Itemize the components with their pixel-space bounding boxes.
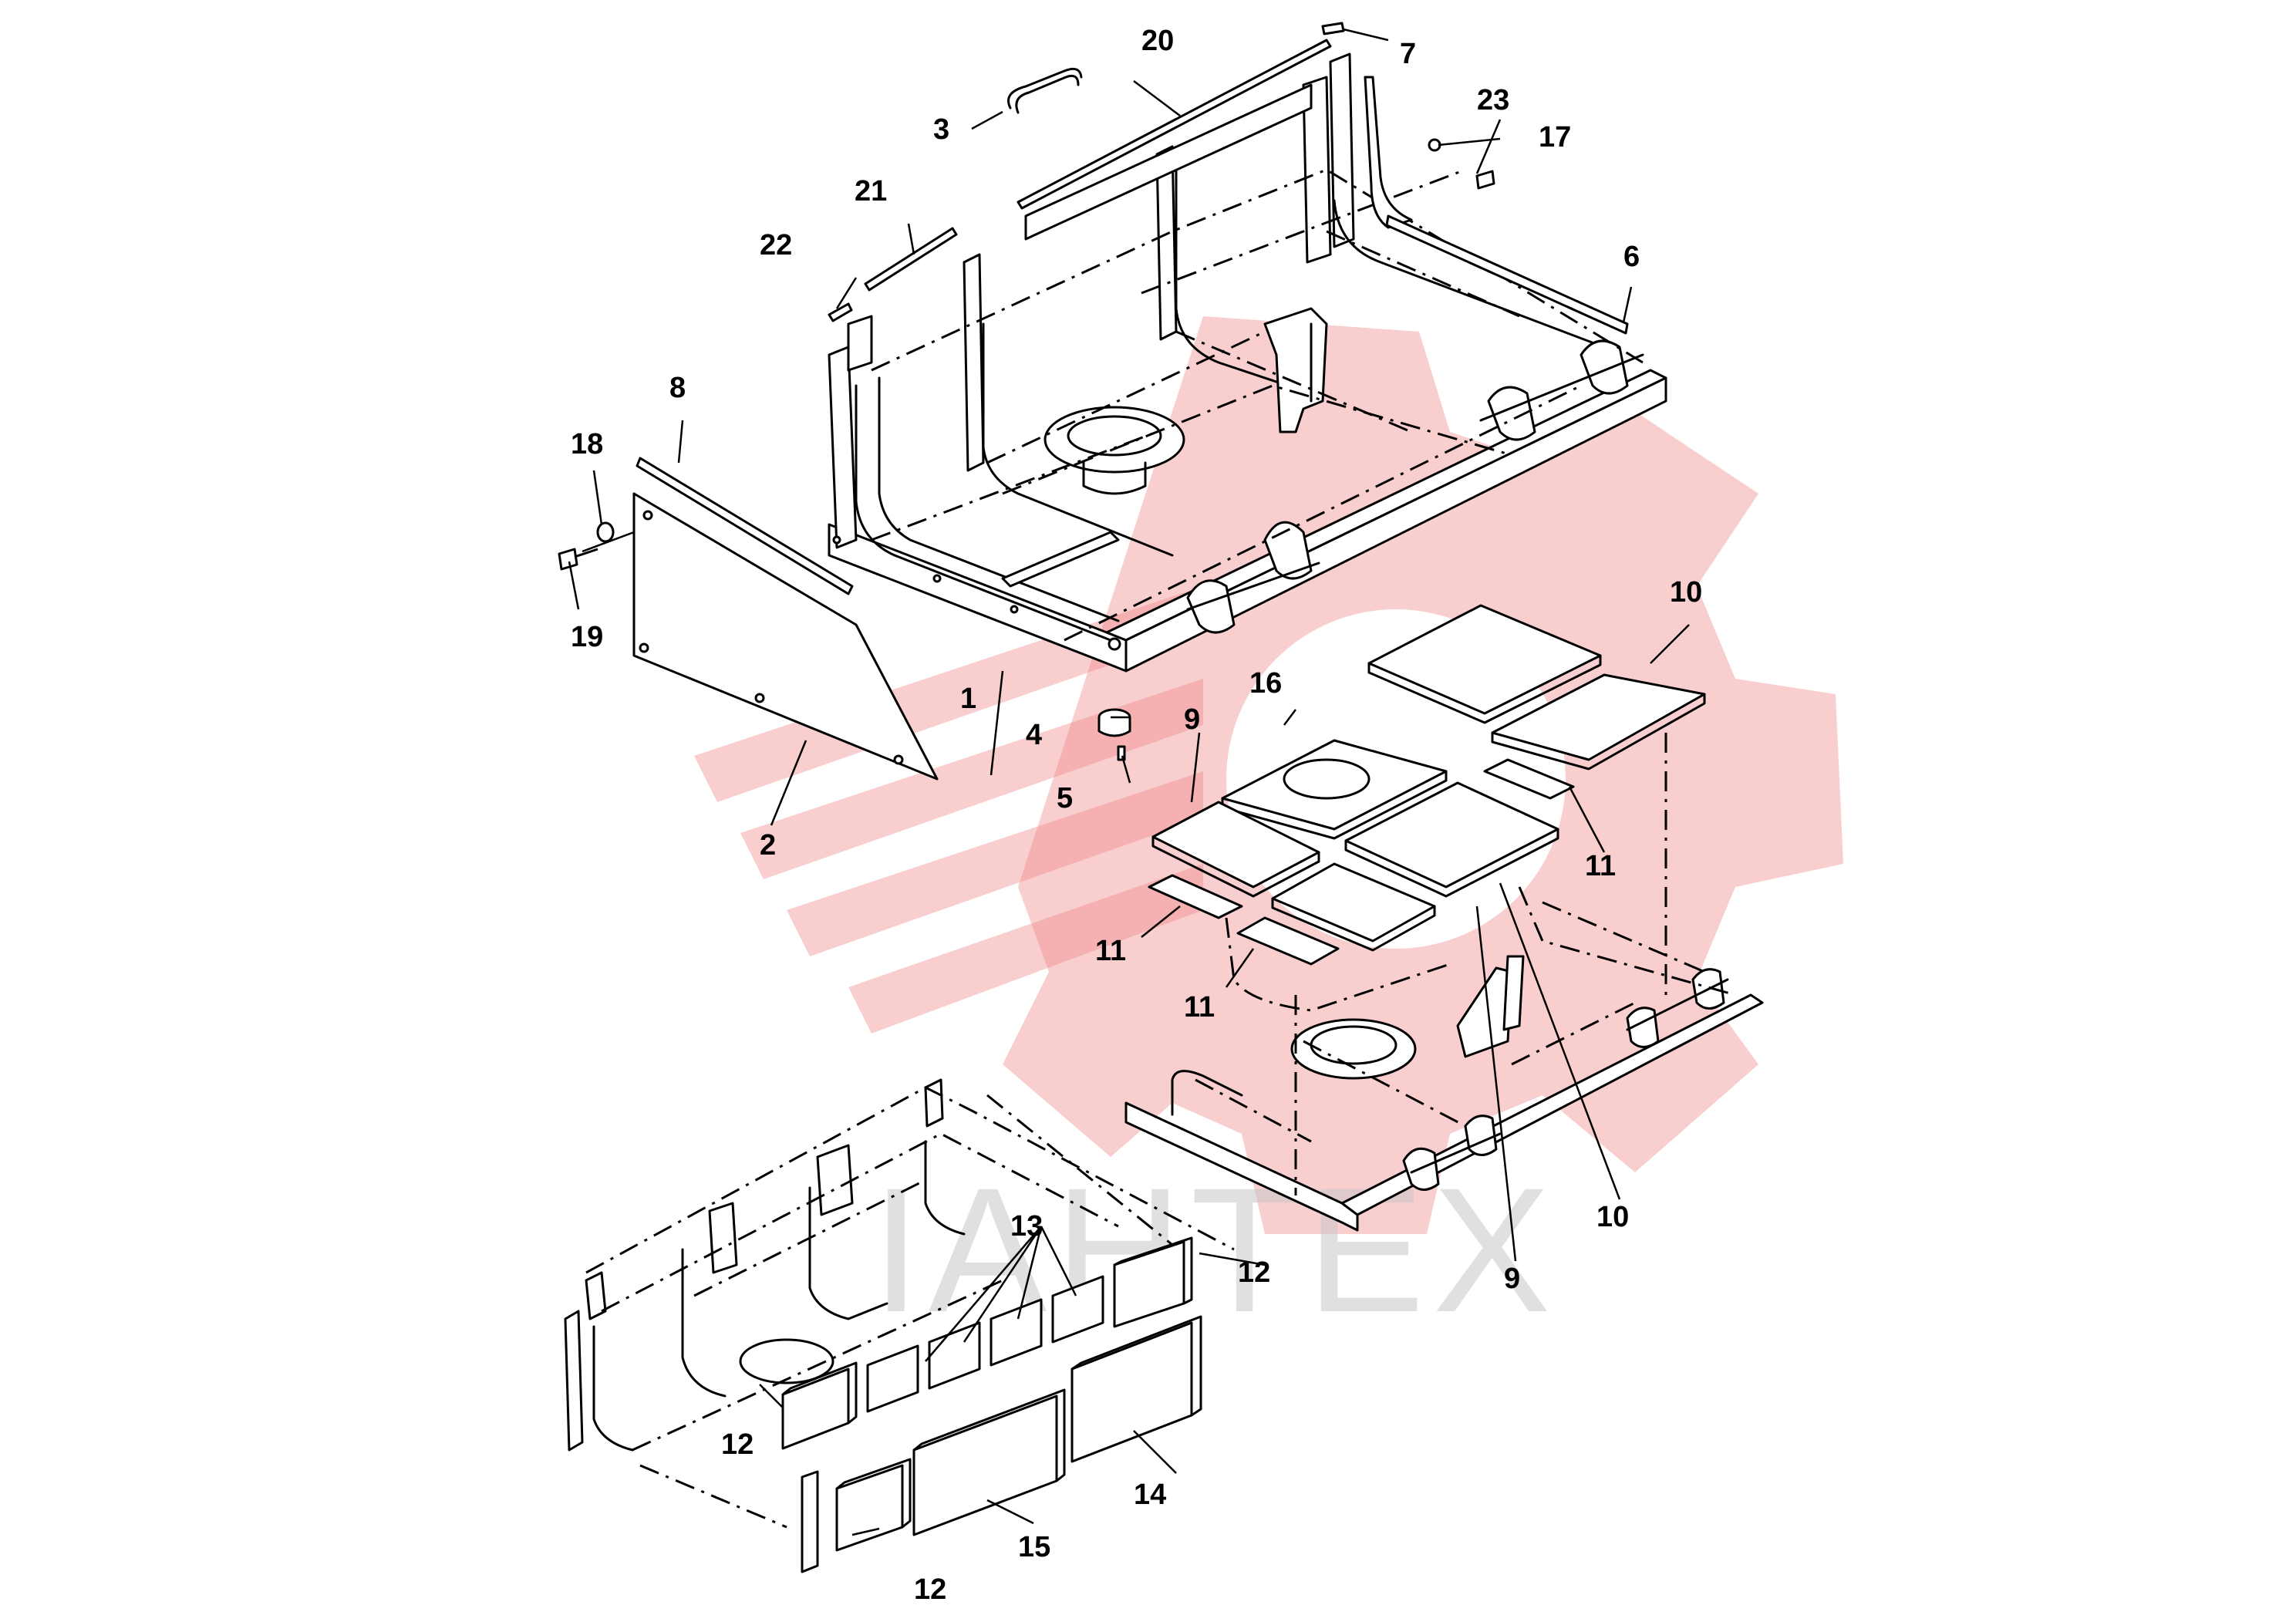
callout-17: 17: [1539, 121, 1571, 153]
strip-20: [1017, 39, 1332, 210]
bolt-19: [558, 548, 598, 571]
callout-18: 18: [571, 428, 603, 460]
callout-1: 1: [960, 683, 976, 715]
side-panel-2: [632, 492, 939, 781]
callout-8: 8: [669, 372, 686, 404]
frame-assembly-bottom: [564, 1078, 1235, 1529]
callout-11b: 11: [1095, 935, 1126, 967]
callout-12a: 12: [1238, 1256, 1270, 1289]
callout-3: 3: [933, 113, 949, 146]
callout-2: 2: [760, 829, 776, 862]
pad-13-a: [866, 1344, 919, 1413]
callout-20: 20: [1141, 25, 1174, 57]
strip-22: [828, 302, 853, 322]
callout-9b: 9: [1504, 1263, 1520, 1295]
callout-labels: 1 2 3 4 5 6 7 8 9 9 10 10 11 11 11 12 12…: [571, 25, 1702, 1606]
callout-11a: 11: [1585, 850, 1616, 882]
callout-12b: 12: [721, 1428, 754, 1461]
callout-21: 21: [855, 175, 887, 207]
callout-23: 23: [1477, 84, 1509, 116]
callout-14: 14: [1134, 1479, 1166, 1511]
callout-9a: 9: [1184, 703, 1200, 736]
callout-11c: 11: [1184, 991, 1215, 1023]
frame-assembly-mid: [1124, 733, 1764, 1232]
washer-18: [596, 521, 615, 543]
callout-4: 4: [1026, 719, 1042, 751]
pad-11-bottom: [1236, 916, 1340, 966]
callout-13: 13: [1010, 1210, 1043, 1243]
handle-3: [1007, 67, 1083, 114]
strip-7: [1321, 22, 1345, 35]
callout-22: 22: [760, 229, 792, 261]
pad-12-lower-left: [801, 1470, 819, 1573]
strip-8: [636, 457, 854, 595]
watermark-text: IAHTEX: [872, 1151, 1559, 1349]
pad-13-d: [1051, 1275, 1104, 1344]
frame-assembly-top: [828, 52, 1667, 673]
pad-12-lower: [835, 1464, 904, 1552]
pad-13-c: [990, 1298, 1043, 1367]
bolt-17: [1475, 170, 1495, 190]
pad-group: [1148, 604, 1706, 966]
callout-10b: 10: [1596, 1201, 1629, 1233]
callout-19: 19: [571, 621, 603, 653]
callout-6: 6: [1623, 241, 1640, 273]
pad-15: [912, 1394, 1058, 1536]
callout-5: 5: [1057, 782, 1073, 814]
washer-23: [1428, 138, 1441, 152]
leader-lines: [568, 28, 1690, 1536]
callout-10a: 10: [1670, 576, 1702, 609]
strip-6: [1385, 214, 1629, 335]
callout-12c: 12: [914, 1573, 946, 1606]
callout-7: 7: [1400, 38, 1416, 70]
bushing-4-body: [1097, 717, 1131, 737]
strip-6-upright: [1364, 76, 1413, 229]
callout-16: 16: [1249, 667, 1282, 700]
pad-11-right: [1483, 758, 1575, 800]
callout-15: 15: [1018, 1531, 1050, 1563]
strip-21: [864, 227, 958, 292]
pad-11-left: [1148, 874, 1243, 919]
